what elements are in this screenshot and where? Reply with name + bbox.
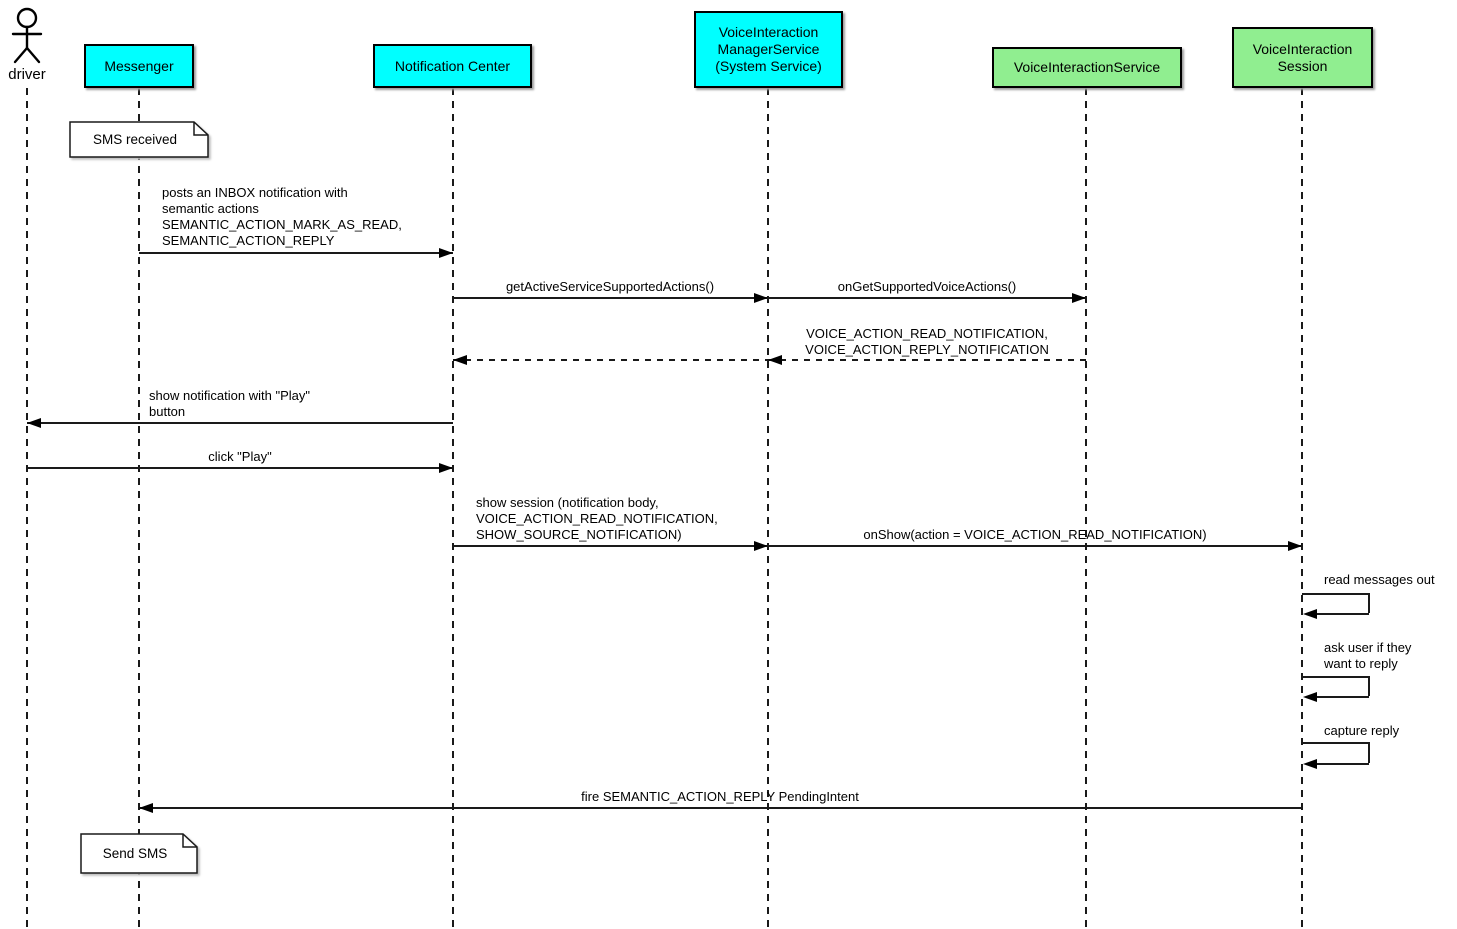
text-line: VOICE_ACTION_READ_NOTIFICATION, (806, 326, 1048, 341)
text-line: ManagerService (717, 41, 820, 57)
arrowhead-msg-on-show (1288, 541, 1302, 551)
lifeline-voice-interaction-manager-service (767, 88, 769, 929)
note-note-sms-received: SMS received (69, 121, 209, 158)
note-note-send-sms: Send SMS (80, 833, 198, 874)
text-line: onShow(action = VOICE_ACTION_READ_NOTIFI… (863, 527, 1207, 542)
text-line: button (149, 404, 186, 419)
text-line: VoiceInteractionService (1013, 59, 1161, 75)
self-top-msg-capture-reply (1302, 742, 1368, 744)
arrowhead-msg-click-play (439, 463, 453, 473)
self-top-msg-read-messages-out (1302, 593, 1368, 595)
arrowhead-msg-show-notification-play (27, 418, 41, 428)
text-line: posts an INBOX notification with (162, 185, 348, 200)
message-line-msg-show-session (453, 545, 768, 547)
text-line: click "Play" (208, 449, 272, 464)
actor-icon (11, 7, 43, 64)
arrowhead-msg-capture-reply (1303, 759, 1317, 769)
text-line: capture reply (1324, 723, 1400, 738)
participant-box-notification-center: Notification Center (373, 44, 532, 88)
arrowhead-msg-post-inbox-notification (439, 248, 453, 258)
message-label-msg-on-show: onShow(action = VOICE_ACTION_READ_NOTIFI… (863, 527, 1206, 543)
text-line: getActiveServiceSupportedActions() (505, 279, 715, 294)
text-line: SHOW_SOURCE_NOTIFICATION) (476, 527, 682, 542)
arrowhead-msg-show-session (754, 541, 768, 551)
message-line-msg-on-get-supported-voice-actions (768, 297, 1086, 299)
text-line: (System Service) (715, 58, 822, 74)
arrowhead-msg-on-get-supported-voice-actions (1072, 293, 1086, 303)
message-label-msg-fire-pending-intent: fire SEMANTIC_ACTION_REPLY PendingIntent (581, 789, 859, 805)
message-label-msg-show-session: show session (notification body,VOICE_AC… (476, 495, 718, 543)
message-label-msg-show-notification-play: show notification with "Play"button (149, 388, 310, 420)
note-text: SMS received (93, 132, 177, 147)
message-line-msg-get-active-service-supported-actions (453, 297, 768, 299)
text-line: VoiceInteraction (718, 24, 819, 40)
message-label-msg-on-get-supported-voice-actions: onGetSupportedVoiceActions() (838, 279, 1017, 295)
self-bottom-msg-capture-reply (1314, 763, 1369, 765)
arrowhead-msg-read-messages-out (1303, 609, 1317, 619)
message-line-msg-click-play (27, 467, 453, 469)
self-right-msg-read-messages-out (1368, 593, 1370, 613)
self-bottom-msg-read-messages-out (1314, 613, 1369, 615)
text-line: VOICE_ACTION_READ_NOTIFICATION, (476, 511, 718, 526)
participant-box-voice-interaction-service: VoiceInteractionService (992, 47, 1182, 88)
lifeline-messenger (138, 88, 140, 929)
lifeline-notification-center (452, 88, 454, 929)
text-line: semantic actions (162, 201, 259, 216)
text-line: fire SEMANTIC_ACTION_REPLY PendingIntent (581, 789, 859, 804)
message-line-msg-return-to-notification-center (453, 359, 768, 361)
text-line: ask user if they (1324, 640, 1412, 655)
self-right-msg-ask-user-reply (1368, 676, 1370, 696)
text-line: SEMANTIC_ACTION_MARK_AS_READ, (162, 217, 402, 232)
message-line-msg-on-show (768, 545, 1302, 547)
self-right-msg-capture-reply (1368, 742, 1370, 763)
arrowhead-msg-ask-user-reply (1303, 692, 1317, 702)
lifeline-voice-interaction-service (1085, 88, 1087, 929)
text-line: onGetSupportedVoiceActions() (837, 279, 1017, 294)
message-line-msg-show-notification-play (27, 422, 453, 424)
text-line: Session (1277, 57, 1328, 74)
actor-figure-driver (7, 6, 47, 64)
message-label-msg-return-voice-actions: VOICE_ACTION_READ_NOTIFICATION,VOICE_ACT… (805, 326, 1049, 358)
participant-box-messenger: Messenger (84, 44, 194, 88)
text-line: SEMANTIC_ACTION_REPLY (162, 233, 335, 248)
arrowhead-msg-get-active-service-supported-actions (754, 293, 768, 303)
arrowhead-msg-return-voice-actions (768, 355, 782, 365)
message-label-msg-read-messages-out: read messages out (1324, 572, 1435, 588)
arrowhead-msg-return-to-notification-center (453, 355, 467, 365)
lifeline-driver (26, 88, 28, 929)
note-text: Send SMS (103, 846, 168, 861)
text-line: VoiceInteraction (1252, 40, 1353, 57)
text-line: show notification with "Play" (149, 388, 310, 403)
text-line: want to reply (1324, 656, 1398, 671)
message-line-msg-fire-pending-intent (139, 807, 1302, 809)
message-line-msg-return-voice-actions (768, 359, 1086, 361)
text-line: show session (notification body, (476, 495, 659, 510)
self-bottom-msg-ask-user-reply (1314, 696, 1369, 698)
message-label-msg-click-play: click "Play" (208, 449, 271, 465)
text-line: Notification Center (394, 57, 511, 74)
self-top-msg-ask-user-reply (1302, 676, 1368, 678)
message-label-msg-capture-reply: capture reply (1324, 723, 1399, 739)
lifeline-voice-interaction-session (1301, 88, 1303, 929)
actor-label-driver: driver (8, 66, 46, 83)
message-label-msg-get-active-service-supported-actions: getActiveServiceSupportedActions() (506, 279, 714, 295)
arrowhead-msg-fire-pending-intent (139, 803, 153, 813)
message-line-msg-post-inbox-notification (139, 252, 453, 254)
text-line: VOICE_ACTION_REPLY_NOTIFICATION (805, 342, 1049, 357)
text-line: read messages out (1324, 572, 1435, 587)
text-line: Messenger (104, 57, 174, 74)
